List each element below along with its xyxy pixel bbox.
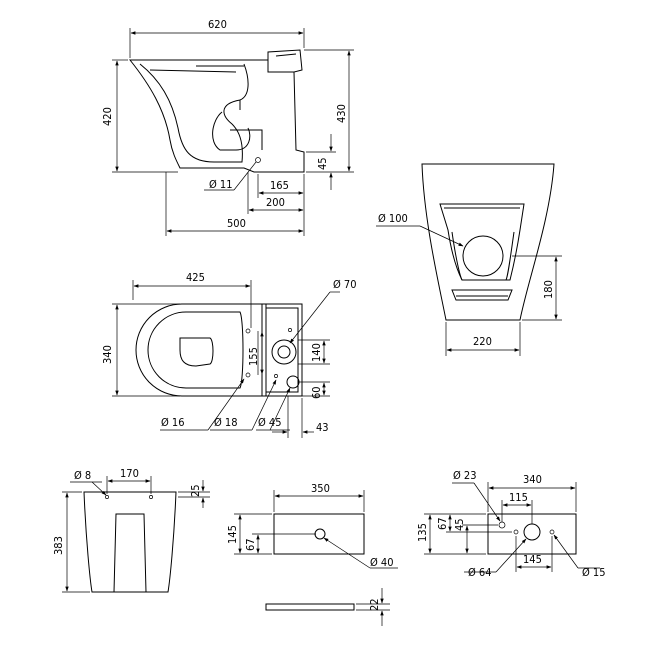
tank-base-hole-small [513, 529, 519, 535]
dim-165: 165 [270, 179, 289, 192]
side-view-trap [212, 111, 251, 151]
side-view-dimensions: 620 420 430 45 Ø 11 165 200 500 [101, 18, 354, 236]
side-view-bowl [139, 63, 249, 163]
top-button-hole [286, 375, 300, 389]
dim-base-width-340: 340 [523, 473, 542, 486]
tank-base-hole-23 [498, 521, 506, 529]
dim-spacing-170: 170 [120, 467, 139, 480]
tank-base-hole-15 [549, 529, 555, 535]
dim-base-45: 45 [453, 518, 466, 531]
top-view-outline [135, 303, 303, 397]
top-view-pan-opening [179, 337, 214, 367]
dim-hole-8: Ø 8 [74, 469, 91, 482]
dim-lid-67: 67 [244, 538, 257, 551]
dim-hole-18: Ø 18 [214, 416, 238, 429]
top-view-seat [147, 311, 244, 389]
top-view [135, 303, 303, 397]
dim-inlet-dia-11: Ø 11 [209, 178, 233, 191]
dim-base-67: 67 [436, 517, 449, 530]
tank-lid-dimensions: 350 145 67 Ø 40 22 [226, 482, 398, 626]
dim-base-hole-23: Ø 23 [453, 469, 477, 482]
back-hole-left [105, 495, 109, 499]
top-fix-hole-upper [245, 328, 251, 334]
dim-200: 200 [266, 196, 285, 209]
side-view [128, 49, 305, 173]
dim-60: 60 [310, 386, 323, 399]
dim-outlet-45: 45 [316, 157, 329, 170]
dim-base-hole-15: Ø 15 [582, 566, 606, 579]
back-view-recess [113, 513, 147, 593]
dim-lid-width-350: 350 [311, 482, 330, 495]
dim-length-425: 425 [186, 271, 205, 284]
dim-outlet-height-180: 180 [542, 280, 555, 299]
dim-height-430: 430 [335, 104, 348, 123]
dim-43: 43 [316, 421, 329, 434]
dim-base-135: 135 [416, 523, 429, 542]
dim-height-420: 420 [101, 107, 114, 126]
tank-lid [265, 513, 365, 611]
dim-155: 155 [247, 347, 260, 366]
top-tank-hole-circle [271, 339, 297, 365]
dim-base-115: 115 [509, 491, 528, 504]
dim-lid-hole-40: Ø 40 [370, 556, 394, 569]
side-inlet-circle [255, 157, 261, 163]
tank-base-hole-64 [523, 523, 541, 541]
front-view-outline [421, 163, 555, 321]
dim-depth-500: 500 [227, 217, 246, 230]
dim-width-340: 340 [101, 345, 114, 364]
back-view [83, 491, 177, 593]
top-fix-hole-lower [245, 372, 251, 378]
front-view-inner [439, 203, 525, 281]
side-view-outline [128, 49, 305, 173]
dim-height-383: 383 [52, 536, 65, 555]
dim-140: 140 [310, 343, 323, 362]
tank-lid-hole [314, 528, 326, 540]
dim-base-220: 220 [473, 335, 492, 348]
top-view-cistern [265, 307, 299, 393]
dim-outlet-dia-100: Ø 100 [378, 212, 408, 225]
dim-base-145: 145 [523, 553, 542, 566]
dim-lid-145: 145 [226, 525, 239, 544]
front-view [421, 163, 555, 321]
dim-hole-45: Ø 45 [258, 416, 282, 429]
dim-width-620: 620 [208, 18, 227, 31]
back-view-outline [83, 491, 177, 593]
tank-lid-side [265, 603, 355, 611]
front-outlet-circle [462, 235, 504, 277]
dim-fix-hole-16: Ø 16 [161, 416, 185, 429]
dim-base-hole-64: Ø 64 [468, 566, 492, 579]
back-hole-right [149, 495, 153, 499]
top-view-dimensions: 425 340 Ø 70 155 140 60 Ø 16 Ø 18 Ø 45 4 [101, 271, 357, 438]
dim-tank-hole-70: Ø 70 [333, 278, 357, 291]
back-view-dimensions: Ø 8 170 25 383 [52, 467, 210, 593]
dim-lid-thickness-22: 22 [368, 598, 381, 611]
dim-25: 25 [189, 484, 202, 497]
front-view-dimensions: Ø 100 180 220 [376, 212, 562, 356]
tank-base-dimensions: 340 115 Ø 23 135 67 45 Ø 64 145 Ø 15 [416, 469, 606, 579]
